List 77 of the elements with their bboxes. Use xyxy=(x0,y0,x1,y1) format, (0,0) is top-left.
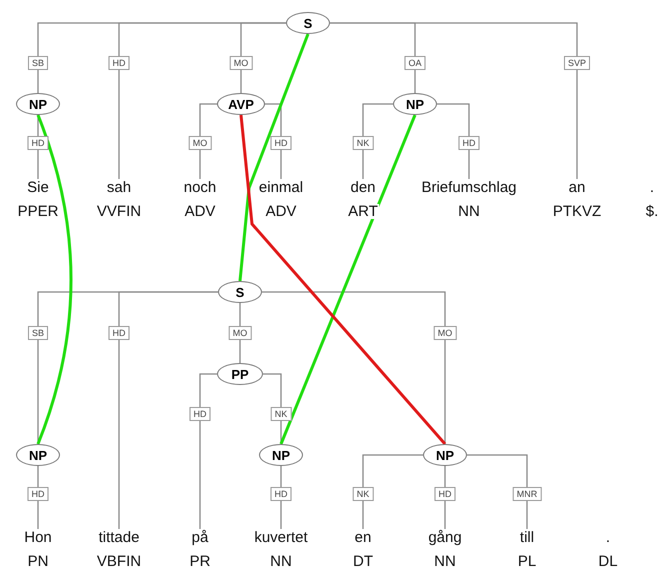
tree-branch xyxy=(37,466,39,529)
alignment-line xyxy=(238,33,310,282)
pos-tag: PR xyxy=(188,554,212,569)
pos-tag: PPER xyxy=(16,204,60,219)
edge-label: HD xyxy=(28,136,48,150)
tree-branch xyxy=(262,291,446,444)
token-word: gång xyxy=(427,530,463,545)
token-word: sah xyxy=(106,180,132,195)
alignment-line xyxy=(240,114,446,445)
pos-tag: NN xyxy=(269,554,293,569)
phrase-node: NP xyxy=(16,93,60,115)
pos-tag: PTKVZ xyxy=(552,204,602,219)
token-word: noch xyxy=(182,180,218,195)
pos-tag: DT xyxy=(352,554,374,569)
pos-tag: ADV xyxy=(264,204,298,219)
edge-label: HD xyxy=(434,487,456,501)
edge-label: HD xyxy=(108,56,130,70)
edge-label: MO xyxy=(434,326,456,340)
pos-tag: ADV xyxy=(184,204,216,219)
edge-label: NK xyxy=(352,136,374,150)
tree-branch xyxy=(437,103,470,179)
edge-label: MNR xyxy=(512,487,542,501)
phrase-node: NP xyxy=(393,93,437,115)
edge-label: SVP xyxy=(564,56,590,70)
token-word: einmal xyxy=(258,180,304,195)
token-word: Hon xyxy=(23,530,53,545)
alignment-line xyxy=(280,114,416,445)
phrase-node: PP xyxy=(217,363,263,385)
token-word: den xyxy=(349,180,376,195)
edge-label: HD xyxy=(108,326,130,340)
edge-label: HD xyxy=(270,487,292,501)
edge-label: MO xyxy=(228,326,252,340)
tree-branch xyxy=(330,22,578,179)
phrase-node: NP xyxy=(259,444,303,466)
token-word: på xyxy=(190,530,210,545)
edge-label: HD xyxy=(458,136,480,150)
tree-branch xyxy=(444,466,446,529)
phrase-node: NP xyxy=(423,444,467,466)
tree-branch xyxy=(265,103,282,179)
tree-branch xyxy=(239,303,241,363)
pos-tag: PN xyxy=(26,554,50,569)
edge-label: SB xyxy=(28,326,48,340)
tree-branch xyxy=(199,373,217,529)
token-word: tittade xyxy=(98,530,140,545)
tree-branch xyxy=(280,466,282,529)
edge-label: MO xyxy=(188,136,212,150)
tree-branch xyxy=(199,103,217,179)
alignment-line xyxy=(36,114,72,445)
pos-tag: VVFIN xyxy=(96,204,142,219)
token-word: Sie xyxy=(26,180,50,195)
edge-label: MO xyxy=(230,56,252,70)
tree-branch xyxy=(467,454,528,529)
tree-branch xyxy=(240,22,286,93)
pos-tag: DL xyxy=(597,554,619,569)
edge-label: OA xyxy=(404,56,426,70)
edge-label: HD xyxy=(28,487,48,501)
token-word: kuvertet xyxy=(253,530,309,545)
edge-label: NK xyxy=(352,487,374,501)
pos-tag: VBFIN xyxy=(96,554,142,569)
phrase-node: AVP xyxy=(217,93,265,115)
pos-tag: NN xyxy=(457,204,481,219)
edge-label: SB xyxy=(28,56,48,70)
pos-tag: NN xyxy=(433,554,457,569)
phrase-node: S xyxy=(286,12,330,34)
tree-branch xyxy=(362,103,393,179)
tree-branch xyxy=(118,291,218,529)
pos-tag: PL xyxy=(516,554,538,569)
edge-label: HD xyxy=(190,407,210,421)
token-word: till xyxy=(518,530,536,545)
pos-tag: ART xyxy=(347,204,379,219)
tree-branch xyxy=(362,454,423,529)
phrase-node: S xyxy=(218,281,262,303)
phrase-node: NP xyxy=(16,444,60,466)
pos-tag: $. xyxy=(644,204,660,219)
token-word: Briefumschlag xyxy=(420,180,518,195)
edge-label: NK xyxy=(270,407,292,421)
edge-label: HD xyxy=(270,136,292,150)
